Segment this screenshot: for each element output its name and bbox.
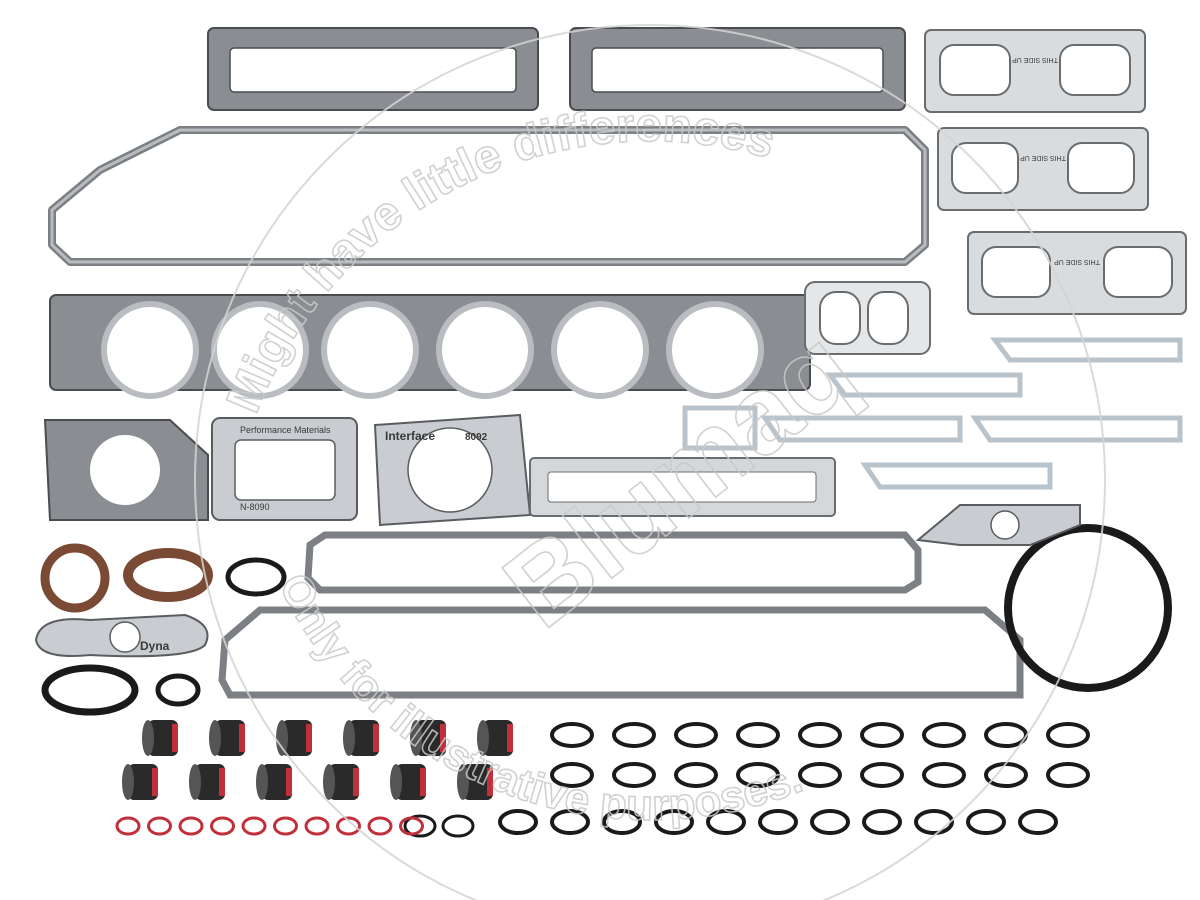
o-ring bbox=[984, 762, 1028, 788]
o-ring bbox=[1046, 722, 1090, 748]
valve-stem-seal bbox=[390, 764, 426, 800]
red-seal-rings bbox=[115, 816, 424, 836]
valve-stem-seal bbox=[142, 720, 178, 756]
exhaust-manifold-gasket-1: THIS SIDE UP bbox=[924, 29, 1146, 113]
exhaust-manifold-gasket-3: THIS SIDE UP bbox=[967, 231, 1187, 315]
o-ring bbox=[550, 809, 590, 835]
o-ring-set bbox=[403, 722, 1090, 838]
o-ring bbox=[1018, 809, 1058, 835]
o-ring bbox=[550, 722, 594, 748]
rocker-housing-gasket bbox=[48, 126, 929, 266]
o-ring bbox=[922, 762, 966, 788]
valve-stem-seal bbox=[410, 720, 446, 756]
o-ring bbox=[810, 809, 850, 835]
o-ring bbox=[860, 722, 904, 748]
red-seal-ring bbox=[241, 816, 267, 836]
red-seal-ring bbox=[399, 816, 424, 836]
red-seal-ring bbox=[147, 816, 172, 836]
valve-stem-seals bbox=[122, 720, 513, 800]
rail-gasket-upper bbox=[304, 531, 922, 594]
code-label: 8092 bbox=[465, 432, 488, 443]
red-seal-ring bbox=[304, 816, 330, 836]
o-ring bbox=[498, 809, 538, 835]
exhaust-manifold-gasket-2: THIS SIDE UP bbox=[937, 127, 1149, 211]
o-ring bbox=[602, 809, 642, 835]
oil-port-gasket-left: Dyna bbox=[34, 613, 209, 658]
o-ring bbox=[403, 814, 437, 838]
watermark-circle bbox=[194, 24, 1106, 900]
o-ring bbox=[862, 809, 902, 835]
o-ring bbox=[706, 809, 746, 835]
o-ring bbox=[860, 762, 904, 788]
o-ring bbox=[441, 814, 475, 838]
o-ring bbox=[674, 722, 718, 748]
o-ring bbox=[984, 722, 1028, 748]
o-ring bbox=[798, 762, 842, 788]
o-ring bbox=[612, 722, 656, 748]
o-ring bbox=[798, 722, 842, 748]
oil-port-gasket-right bbox=[915, 504, 1081, 546]
brand-label: Interface bbox=[385, 429, 435, 443]
o-ring bbox=[674, 762, 718, 788]
valve-stem-seal bbox=[343, 720, 379, 756]
o-ring bbox=[225, 557, 287, 597]
red-seal-ring bbox=[115, 816, 141, 836]
valve-stem-seal bbox=[189, 764, 225, 800]
front-cover-gasket bbox=[43, 419, 209, 521]
valve-stem-seal bbox=[122, 764, 158, 800]
red-seal-ring bbox=[367, 816, 393, 836]
o-ring bbox=[612, 762, 656, 788]
red-seal-ring bbox=[273, 816, 298, 836]
o-ring bbox=[41, 664, 139, 716]
valve-stem-seal bbox=[323, 764, 359, 800]
valve-stem-seal bbox=[209, 720, 245, 756]
o-ring bbox=[654, 809, 694, 835]
o-ring bbox=[914, 809, 954, 835]
interface-gasket-1: Performance Materials N-8090 bbox=[211, 417, 358, 521]
o-ring bbox=[736, 762, 780, 788]
o-ring bbox=[966, 809, 1006, 835]
o-ring bbox=[922, 722, 966, 748]
this-side-up-label: THIS SIDE UP bbox=[1020, 154, 1066, 161]
this-side-up-label: THIS SIDE UP bbox=[1012, 56, 1058, 63]
code-label: N-8090 bbox=[240, 502, 270, 512]
o-ring bbox=[1046, 762, 1090, 788]
cylinder-head-gasket bbox=[49, 294, 811, 399]
o-ring bbox=[736, 722, 780, 748]
red-seal-ring bbox=[178, 816, 204, 836]
this-side-up-label: THIS SIDE UP bbox=[1054, 258, 1100, 265]
turbo-gasket bbox=[804, 281, 931, 355]
valve-stem-seal bbox=[256, 764, 292, 800]
oil-pan-gasket-small bbox=[529, 457, 836, 517]
crank-seal-small bbox=[40, 543, 110, 613]
red-seal-ring bbox=[336, 816, 361, 836]
valve-stem-seal bbox=[477, 720, 513, 756]
o-ring bbox=[758, 809, 798, 835]
valve-cover-gasket-right bbox=[569, 27, 906, 111]
large-o-ring bbox=[1004, 524, 1172, 692]
red-seal-ring bbox=[210, 816, 235, 836]
o-ring bbox=[155, 673, 201, 707]
valve-cover-gasket-left bbox=[207, 27, 539, 111]
metal-gasket-strips bbox=[682, 337, 1183, 490]
dyna-label: Dyna bbox=[140, 639, 170, 653]
valve-stem-seal bbox=[276, 720, 312, 756]
crank-seal-large bbox=[123, 548, 213, 602]
interface-gasket-2: Interface 8092 bbox=[373, 413, 532, 527]
valve-stem-seal bbox=[457, 764, 493, 800]
o-ring bbox=[550, 762, 594, 788]
material-label: Performance Materials bbox=[240, 425, 331, 435]
rail-gasket-lower bbox=[218, 606, 1024, 699]
